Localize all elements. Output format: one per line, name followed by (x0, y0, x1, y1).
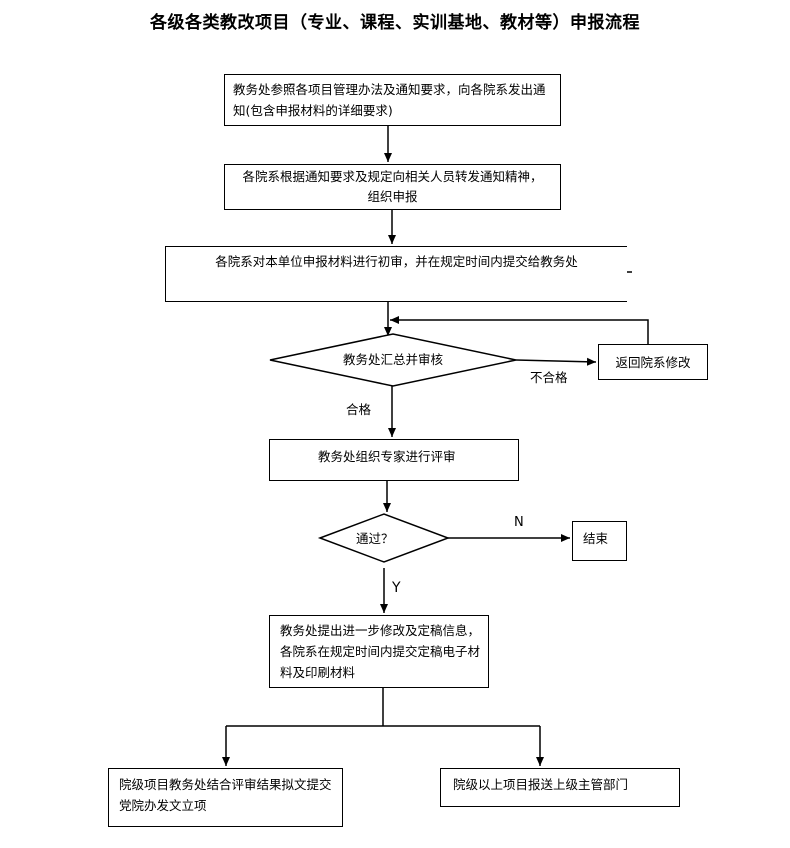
expert-box: 教务处组织专家进行评审 (269, 439, 519, 481)
no-label: N (514, 515, 524, 530)
yes-label: Y (392, 580, 401, 596)
finalize-text: 教务处提出进一步修改及定稿信息，各院系在规定时间内提交定稿电子材料及印刷材料 (280, 623, 481, 680)
above-college-box: 院级以上项目报送上级主管部门 (440, 768, 680, 807)
end-box: 结束 (572, 521, 627, 561)
review-decision-label: 教务处汇总并审核 (342, 352, 443, 367)
pass-label: 合格 (346, 402, 372, 417)
page-title: 各级各类教改项目（专业、课程、实训基地、教材等）申报流程 (150, 13, 640, 33)
pass-decision-label: 通过？ (356, 531, 394, 546)
expert-text: 教务处组织专家进行评审 (318, 449, 456, 464)
college-level-text: 院级项目教务处结合评审结果拟文提交党院办发文立项 (119, 777, 332, 813)
notify-text: 教务处参照各项目管理办法及通知要求，向各院系发出通知(包含申报材料的详细要求) (233, 82, 546, 118)
finalize-box: 教务处提出进一步修改及定稿信息，各院系在规定时间内提交定稿电子材料及印刷材料 (269, 615, 489, 688)
arrow-return-to-review (390, 316, 649, 344)
preliminary-text: 各院系对本单位申报材料进行初审，并在规定时间内提交给教务处 (215, 254, 578, 269)
forward-text: 各院系根据通知要求及规定向相关人员转发通知精神，组织申报 (242, 169, 543, 204)
forward-box: 各院系根据通知要求及规定向相关人员转发通知精神，组织申报 (224, 164, 561, 210)
return-text: 返回院系修改 (615, 354, 691, 370)
above-college-text: 院级以上项目报送上级主管部门 (453, 777, 629, 792)
pass-decision-diamond (317, 513, 451, 563)
end-text: 结束 (583, 531, 609, 546)
fail-label: 不合格 (530, 370, 568, 385)
review-decision-diamond (269, 333, 517, 387)
preliminary-box: 各院系对本单位申报材料进行初审，并在规定时间内提交给教务处 (165, 246, 627, 302)
arrow-review-to-return (515, 357, 597, 366)
return-box: 返回院系修改 (598, 344, 708, 380)
notify-box: 教务处参照各项目管理办法及通知要求，向各院系发出通知(包含申报材料的详细要求) (224, 74, 561, 126)
college-level-box: 院级项目教务处结合评审结果拟文提交党院办发文立项 (108, 768, 343, 827)
